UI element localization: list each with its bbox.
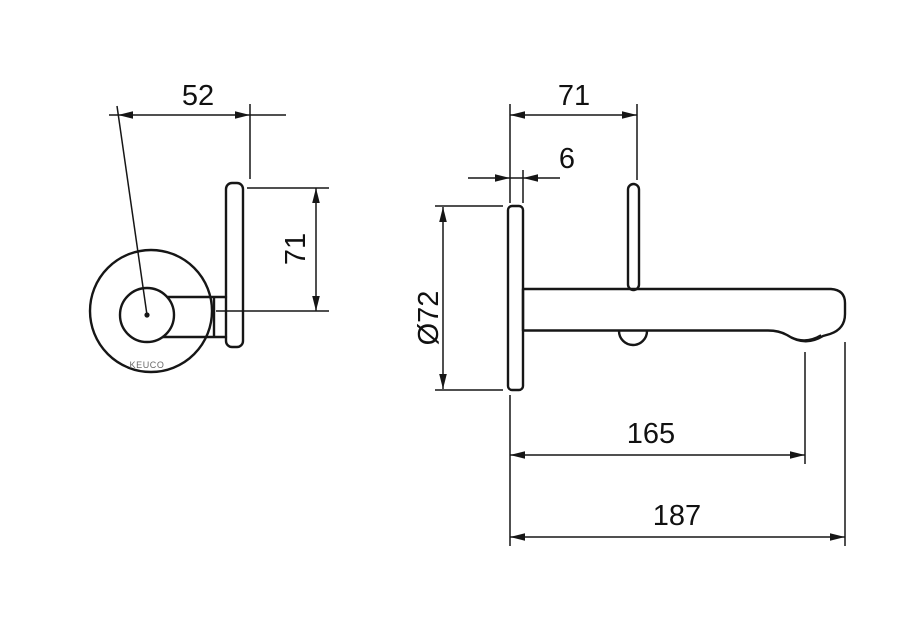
dim-label-right-diameter: Ø72 xyxy=(413,291,445,346)
rosette-outline xyxy=(88,248,214,374)
left-view: KEUCO xyxy=(88,181,245,374)
dimension-left-width: 52 xyxy=(109,80,286,316)
dimension-right-diameter: Ø72 xyxy=(413,205,503,391)
arrowhead-inward-right xyxy=(523,174,538,182)
dimension-right-thickness: 6 xyxy=(468,143,575,203)
dimension-right-offset: 71 xyxy=(509,80,638,203)
handle-hub xyxy=(118,286,176,344)
lever-flange xyxy=(161,295,228,339)
dim-label-right-thickness: 6 xyxy=(559,143,575,175)
arrowhead-left xyxy=(510,451,525,459)
aerator-seam xyxy=(790,334,822,341)
arrowhead-down xyxy=(439,374,447,389)
brand-logo: KEUCO xyxy=(129,360,164,370)
arrowhead-right xyxy=(830,533,845,541)
arrowhead-right xyxy=(235,111,250,119)
extension-line-diagonal xyxy=(116,105,148,316)
cartridge-dome xyxy=(617,329,649,347)
arrowhead-down xyxy=(312,296,320,311)
handle-stick xyxy=(626,182,641,292)
wall-plate xyxy=(506,204,525,392)
right-view xyxy=(506,182,847,392)
arrowhead-up xyxy=(439,207,447,222)
handle-lever xyxy=(224,181,245,349)
arrowhead-right xyxy=(790,451,805,459)
dim-label-left-width: 52 xyxy=(182,80,214,112)
dim-label-right-offset: 71 xyxy=(558,80,590,112)
dimension-left-height: 71 xyxy=(216,187,329,312)
spout-body xyxy=(521,287,847,343)
arrowhead-left xyxy=(510,533,525,541)
dim-label-right-reach-total: 187 xyxy=(653,500,701,532)
arrowhead-left xyxy=(118,111,133,119)
dimension-right-reach-total: 187 xyxy=(510,342,846,546)
dim-label-right-reach-inner: 165 xyxy=(627,418,675,450)
arrowhead-right xyxy=(622,111,637,119)
arrowhead-up xyxy=(312,188,320,203)
arrowhead-left xyxy=(510,111,525,119)
arrowhead-inward-left xyxy=(495,174,510,182)
dimension-right-reach-inner: 165 xyxy=(509,352,806,546)
dim-label-left-height: 71 xyxy=(280,233,312,265)
